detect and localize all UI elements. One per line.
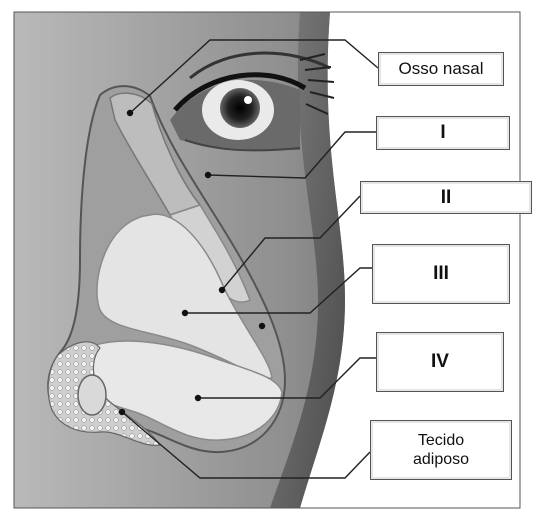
label-tecido-line2: adiposo	[413, 450, 469, 469]
label-tecido-adiposo: Tecido adiposo	[370, 420, 512, 480]
label-osso-nasal: Osso nasal	[378, 52, 504, 86]
label-iii: III	[372, 244, 510, 304]
nostril	[78, 375, 106, 415]
label-iv: IV	[376, 332, 504, 392]
label-ii: II	[360, 181, 532, 214]
label-i: I	[376, 116, 510, 150]
label-tecido-line1: Tecido	[418, 431, 464, 450]
